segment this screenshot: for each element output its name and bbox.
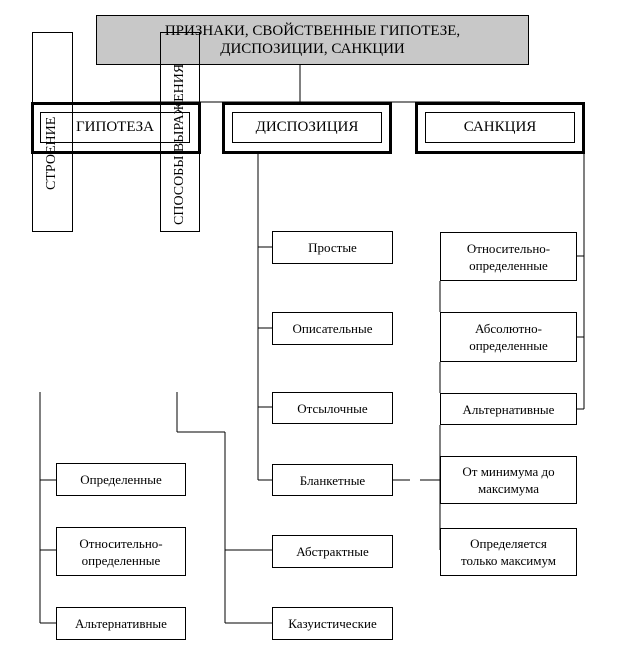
expression-box bbox=[160, 32, 200, 232]
disposition-item: Абстрактные bbox=[272, 535, 393, 568]
sanction-head: САНКЦИЯ bbox=[425, 112, 575, 143]
expression-label: СПОСОБЫ ВЫРАЖЕНИЯ bbox=[172, 63, 187, 225]
sanction-item: Абсолютно-определенные bbox=[440, 312, 577, 362]
disposition-item: Отсылочные bbox=[272, 392, 393, 424]
title-line-2: ДИСПОЗИЦИИ, САНКЦИИ bbox=[220, 41, 405, 57]
title-line-1: ПРИЗНАКИ, СВОЙСТВЕННЫЕ ГИПОТЕЗЕ, bbox=[164, 23, 461, 39]
disposition-item: Простые bbox=[272, 231, 393, 264]
diagram-title: ПРИЗНАКИ, СВОЙСТВЕННЫЕ ГИПОТЕЗЕ, ДИСПОЗИ… bbox=[96, 15, 529, 65]
hypothesis-item: Альтернативные bbox=[56, 607, 186, 640]
hypothesis-item: Определенные bbox=[56, 463, 186, 496]
sanction-item: Альтернативные bbox=[440, 393, 577, 425]
disposition-item: Казуистические bbox=[272, 607, 393, 640]
sanction-label: САНКЦИЯ bbox=[463, 119, 537, 135]
hypothesis-label: ГИПОТЕЗА bbox=[75, 119, 155, 135]
disposition-label: ДИСПОЗИЦИЯ bbox=[255, 119, 359, 135]
disposition-head: ДИСПОЗИЦИЯ bbox=[232, 112, 382, 143]
disposition-item: Описательные bbox=[272, 312, 393, 345]
sanction-item: Относительно-определенные bbox=[440, 232, 577, 281]
structure-box bbox=[32, 32, 73, 232]
hypothesis-item: Относительно-определенные bbox=[56, 527, 186, 576]
structure-label: СТРОЕНИЕ bbox=[44, 116, 59, 190]
disposition-item: Бланкетные bbox=[272, 464, 393, 496]
hypothesis-head: ГИПОТЕЗА bbox=[40, 112, 190, 143]
